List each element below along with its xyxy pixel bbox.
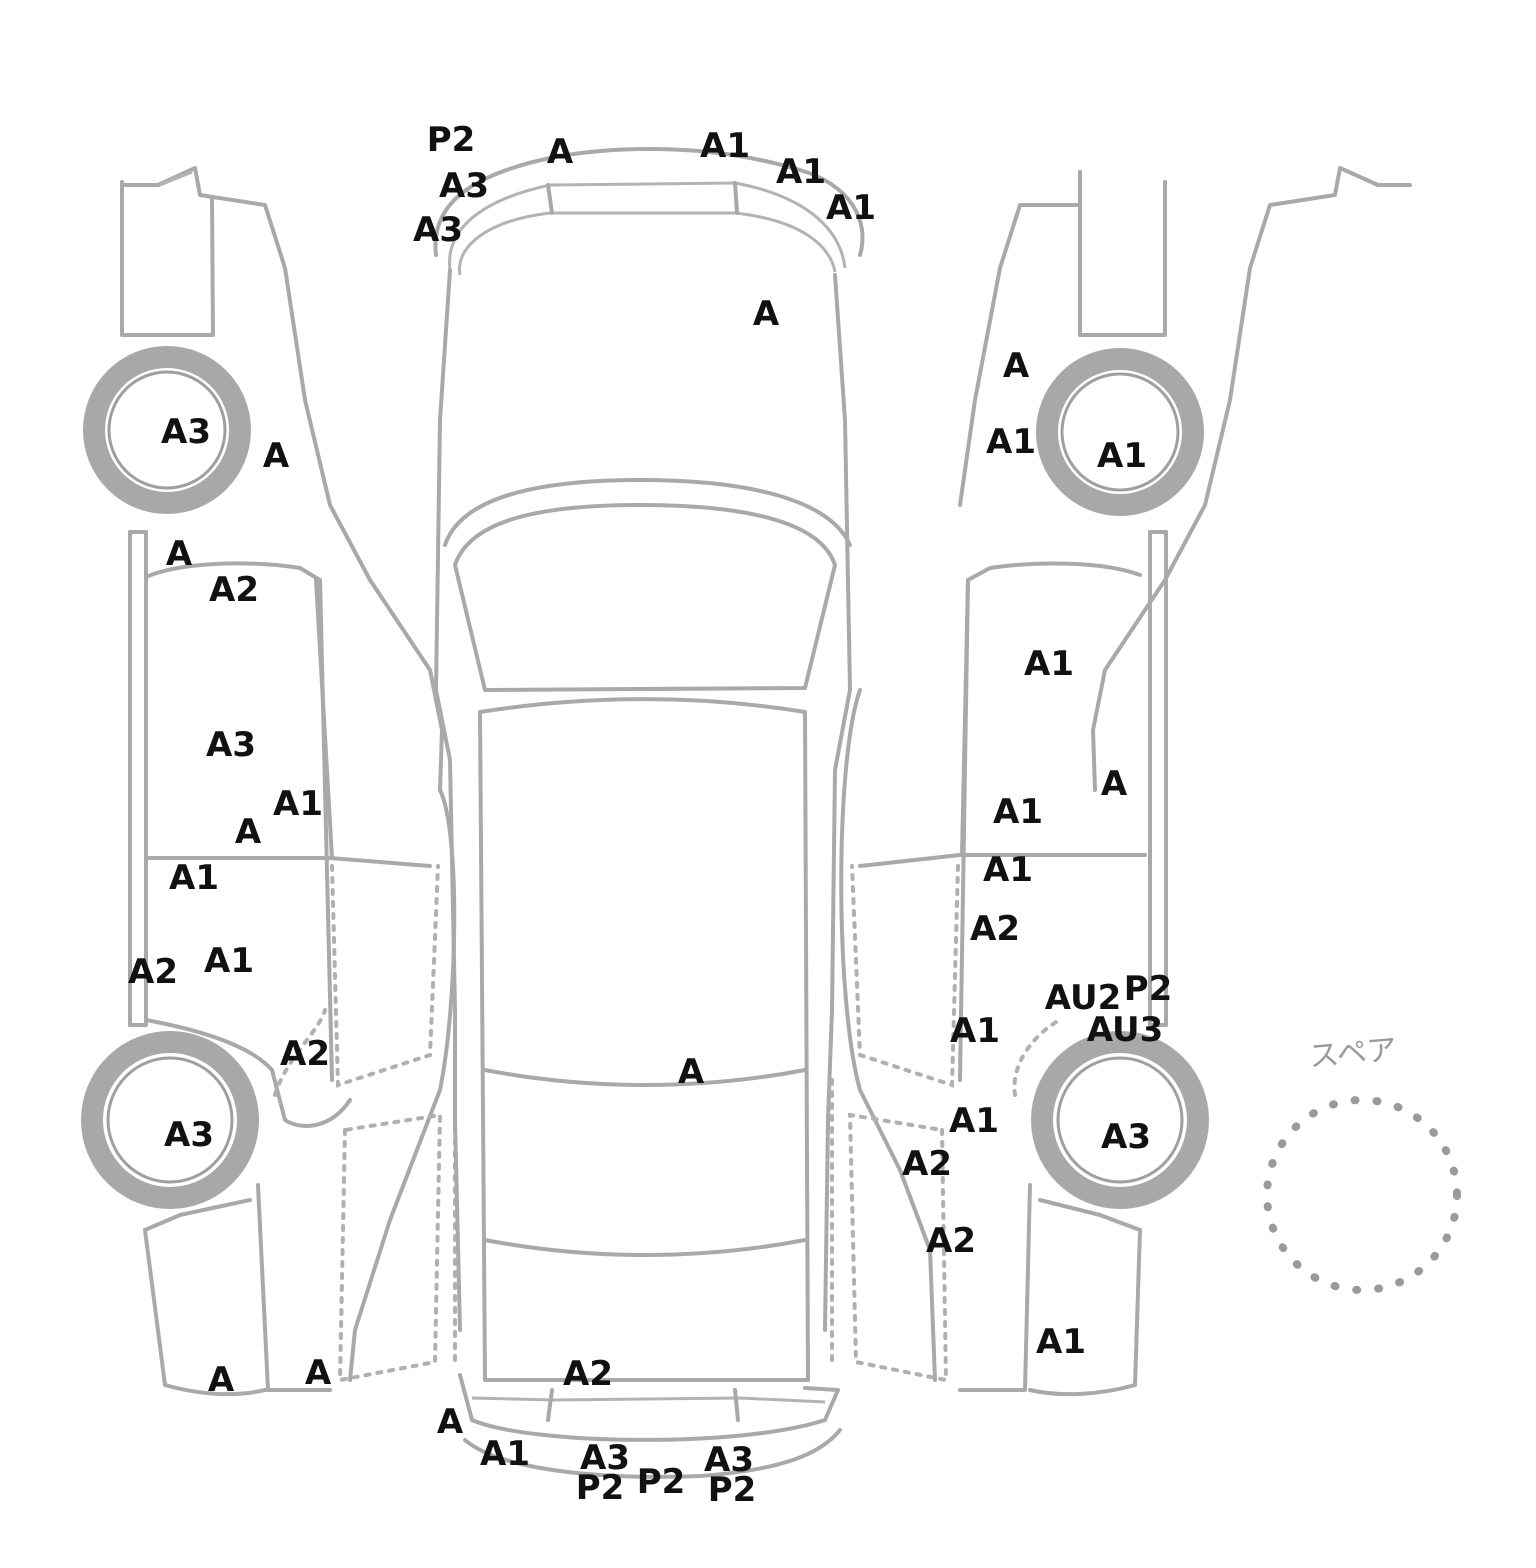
damage-code: A xyxy=(677,1052,705,1092)
spare-label: スペア xyxy=(1307,1032,1399,1075)
damage-code: A3 xyxy=(413,210,463,250)
damage-code: A2 xyxy=(128,952,178,992)
damage-code: A2 xyxy=(926,1221,976,1261)
damage-code: P2 xyxy=(707,1470,757,1510)
damage-code: P2 xyxy=(575,1468,625,1508)
damage-code: A3 xyxy=(704,1440,754,1480)
damage-code: A1 xyxy=(993,792,1043,832)
damage-code: A xyxy=(304,1353,332,1393)
damage-code: A1 xyxy=(273,784,323,824)
damage-code: A3 xyxy=(1101,1117,1151,1157)
damage-code: A xyxy=(1002,346,1030,386)
damage-code: P2 xyxy=(426,120,476,160)
damage-code: A2 xyxy=(563,1354,613,1394)
damage-code: A xyxy=(546,132,574,172)
damage-code: A xyxy=(207,1360,235,1400)
damage-code: AU2 xyxy=(1044,978,1122,1018)
damage-code: A3 xyxy=(439,166,489,206)
damage-code: A xyxy=(752,294,780,334)
damage-code: A3 xyxy=(580,1438,630,1478)
damage-code: A1 xyxy=(700,126,750,166)
damage-code: A3 xyxy=(161,412,211,452)
right-side-view xyxy=(830,166,1412,1397)
damage-code: A xyxy=(165,534,193,574)
damage-code: A xyxy=(234,812,262,852)
spare-tire-outline xyxy=(1263,1096,1461,1294)
damage-code: A xyxy=(1100,764,1128,804)
damage-code: A1 xyxy=(480,1434,530,1474)
damage-code: A1 xyxy=(826,188,876,228)
damage-code: P2 xyxy=(636,1462,686,1502)
left-side-view xyxy=(81,166,457,1397)
damage-code: A1 xyxy=(983,850,1033,890)
damage-code: A1 xyxy=(1024,644,1074,684)
damage-code: A2 xyxy=(209,570,259,610)
damage-code: A xyxy=(436,1402,464,1442)
damage-code: A xyxy=(262,436,290,476)
damage-code: A2 xyxy=(280,1034,330,1074)
damage-code: A1 xyxy=(949,1101,999,1141)
damage-code: A1 xyxy=(1036,1322,1086,1362)
damage-code: A1 xyxy=(169,858,219,898)
damage-code: A2 xyxy=(902,1144,952,1184)
damage-code: A3 xyxy=(206,725,256,765)
damage-code: A1 xyxy=(986,422,1036,462)
damage-code: A1 xyxy=(776,152,826,192)
damage-code: AU3 xyxy=(1086,1010,1164,1050)
damage-code: A3 xyxy=(164,1115,214,1155)
damage-code: A2 xyxy=(970,909,1020,949)
damage-code: A1 xyxy=(950,1011,1000,1051)
top-view xyxy=(433,147,865,1479)
damage-code: P2 xyxy=(1123,969,1173,1009)
damage-code: A1 xyxy=(204,941,254,981)
damage-code: A1 xyxy=(1097,436,1147,476)
